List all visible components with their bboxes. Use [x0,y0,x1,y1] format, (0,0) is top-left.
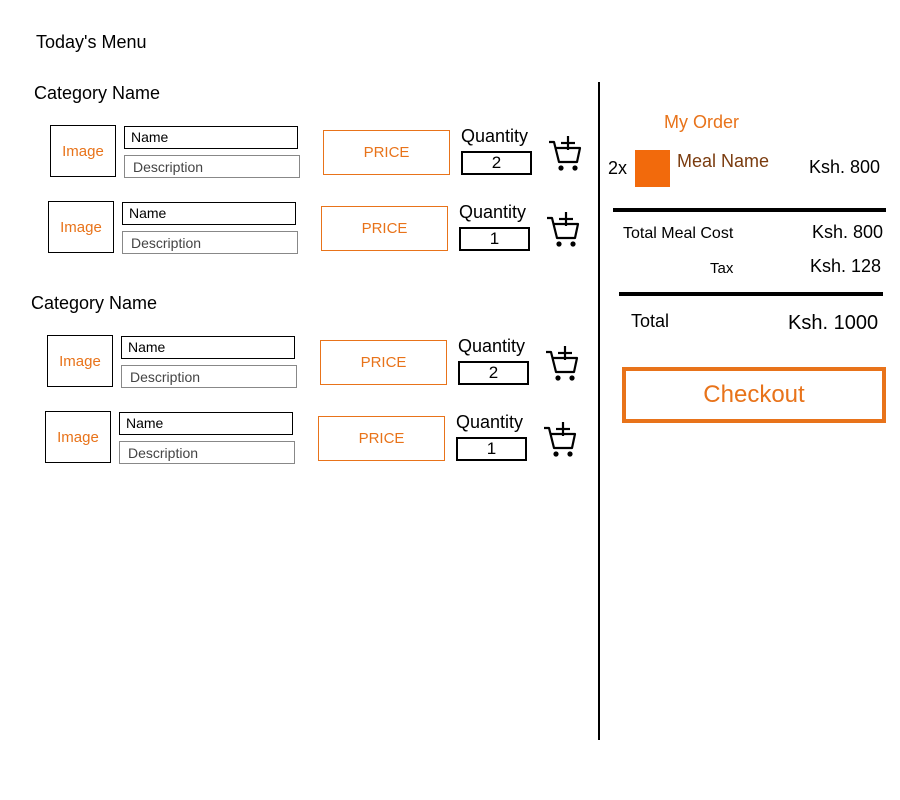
item-price: PRICE [320,340,447,385]
category-title: Category Name [34,83,161,103]
quantity-input[interactable]: 1 [456,437,527,461]
vertical-divider [598,82,600,740]
add-to-cart-icon[interactable] [545,344,579,382]
item-description-field: Description [119,441,295,464]
item-image: Image [50,125,116,177]
item-description-field: Description [121,365,297,388]
quantity-label: Quantity [458,336,526,356]
item-description-field: Description [122,231,298,254]
add-to-cart-icon[interactable] [546,210,580,248]
item-image: Image [47,335,113,387]
item-price: PRICE [321,206,448,251]
tax-label: Tax [710,260,734,277]
quantity-label: Quantity [456,412,524,432]
order-line-price: Ksh. 800 [809,157,881,177]
summary-divider [613,208,886,212]
add-to-cart-icon[interactable] [548,134,582,172]
item-image: Image [48,201,114,253]
total-value: Ksh. 1000 [788,312,879,334]
quantity-input[interactable]: 2 [458,361,529,385]
item-name-field: Name [122,202,296,225]
item-price: PRICE [318,416,445,461]
item-name-field: Name [121,336,295,359]
checkout-button[interactable]: Checkout [622,367,886,423]
item-price: PRICE [323,130,450,175]
category-title: Category Name [31,293,158,313]
quantity-input[interactable]: 2 [461,151,532,175]
order-line-name: Meal Name [677,151,770,171]
item-name-field: Name [124,126,298,149]
quantity-label: Quantity [461,126,529,146]
page-title: Today's Menu [36,32,147,52]
meal-cost-label: Total Meal Cost [623,225,734,242]
order-line-qty: 2x [608,158,628,178]
meal-cost-value: Ksh. 800 [812,222,884,242]
quantity-label: Quantity [459,202,527,222]
total-label: Total [631,311,670,331]
item-description-field: Description [124,155,300,178]
item-image: Image [45,411,111,463]
tax-value: Ksh. 128 [810,256,882,276]
total-divider [619,292,883,296]
quantity-input[interactable]: 1 [459,227,530,251]
order-title: My Order [664,112,740,132]
meal-thumbnail [635,150,670,187]
item-name-field: Name [119,412,293,435]
add-to-cart-icon[interactable] [543,420,577,458]
